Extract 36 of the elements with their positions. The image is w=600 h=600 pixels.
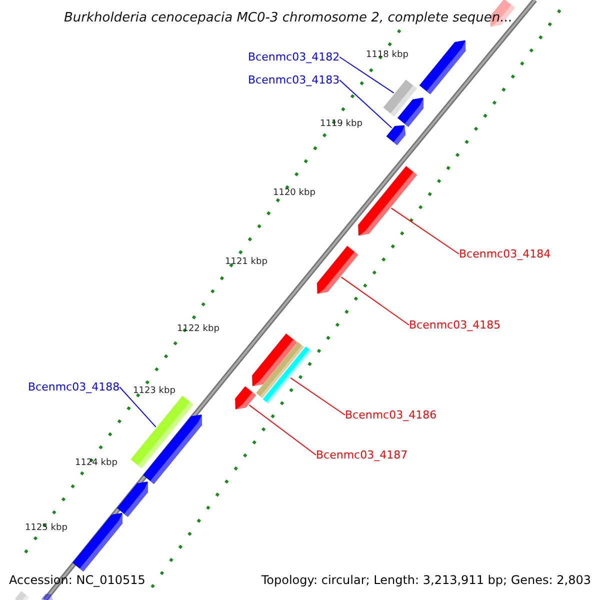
gene-label: Bcenmc03_4183 (248, 74, 340, 86)
info-text: Topology: circular; Length: 3,213,911 bp; Genes: 2,803 (261, 573, 591, 587)
scale-label: 1119 kbp (320, 119, 362, 129)
gene-bar (14, 590, 30, 600)
gene-label: Bcenmc03_4182 (248, 50, 340, 64)
scale-label: 1124 kbp (75, 458, 118, 468)
gene-label: Bcenmc03_4186 (345, 408, 437, 422)
scale-label: 1121 kbp (225, 257, 268, 267)
gene-bar (256, 342, 304, 398)
gene-block (72, 512, 122, 572)
leader-line (390, 208, 460, 254)
gene-block (358, 166, 417, 236)
leader-line (339, 80, 392, 128)
leader-line (290, 377, 346, 416)
gene-block (143, 414, 202, 484)
leader-line (248, 404, 316, 456)
leader-line (119, 386, 156, 428)
gene-block (419, 40, 466, 94)
gene-label: Bcenmc03_4187 (316, 448, 408, 462)
scale-label: 1118 kbp (366, 50, 408, 60)
scale-label: 1120 kbp (273, 188, 316, 198)
leader-line (340, 276, 410, 326)
leader-line (339, 56, 394, 94)
gene-block (41, 594, 53, 600)
gene-block (235, 386, 256, 410)
info-text: Accession: NC_010515 (9, 573, 146, 587)
scale-label: 1122 kbp (177, 324, 220, 334)
gene-block (116, 482, 148, 517)
title: Burkholderia cenocepacia MC0-3 chromosome 2, complete sequen... (64, 10, 512, 26)
gene-block (386, 125, 406, 146)
scale-label: 1123 kbp (133, 386, 176, 396)
gene-label: Bcenmc03_4185 (409, 318, 501, 332)
gene-label: Bcenmc03_4184 (459, 248, 551, 260)
gene-block (397, 98, 424, 127)
gene-label: Bcenmc03_4188 (28, 380, 120, 394)
gene-block (316, 246, 358, 294)
